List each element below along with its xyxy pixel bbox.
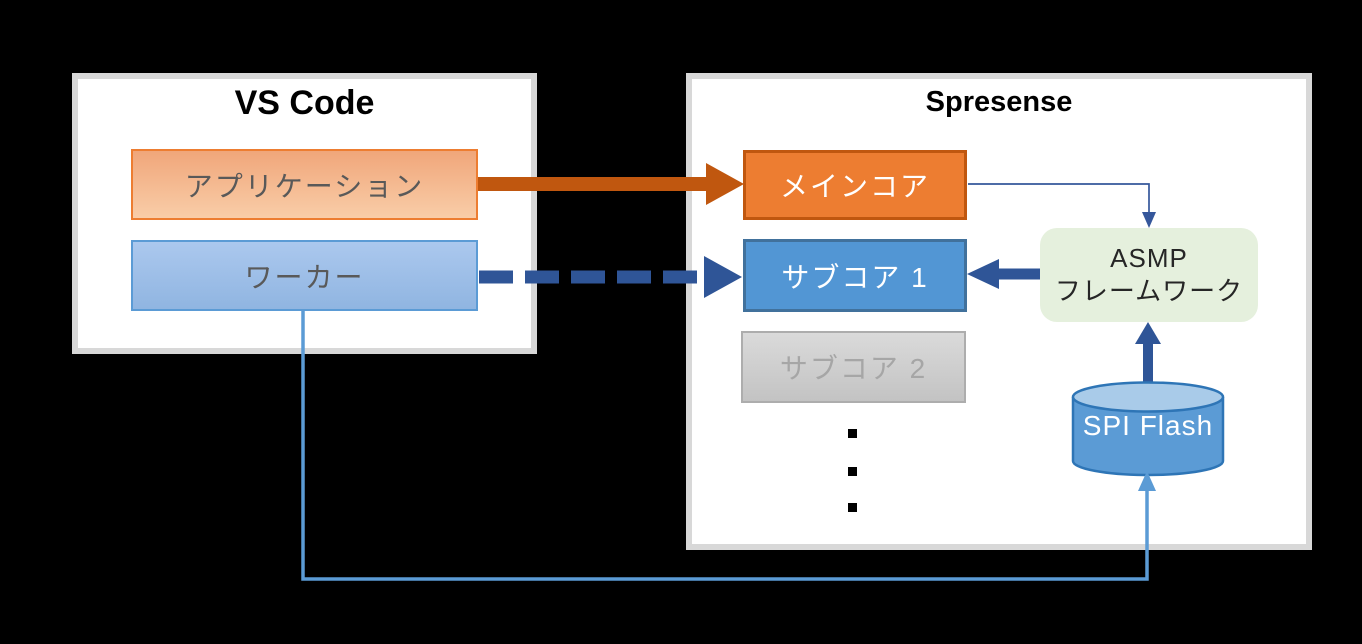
vscode-panel-title: VS Code: [234, 84, 375, 122]
spresense-panel-title: Spresense: [925, 86, 1073, 118]
worker-node-label: ワーカー: [244, 261, 365, 293]
maincore-node-label: メインコア: [779, 171, 930, 202]
asmp-node-label-line1: ASMP: [1110, 243, 1188, 273]
asmp-node-label-line2: フレームワーク: [1054, 276, 1244, 306]
subcore2-node: サブコア 2: [741, 331, 966, 403]
subcore2-node-label: サブコア 2: [779, 353, 928, 384]
application-node: アプリケーション: [131, 149, 478, 220]
spi-flash-label: SPI Flash: [1082, 410, 1214, 441]
asmp-framework-node: ASMP フレームワーク: [1040, 228, 1258, 322]
application-node-label: アプリケーション: [184, 170, 425, 202]
subcore1-node: サブコア 1: [743, 239, 967, 312]
subcore1-node-label: サブコア 1: [781, 261, 929, 293]
ellipsis-dot: [848, 429, 857, 438]
ellipsis-dot: [848, 503, 857, 512]
worker-node: ワーカー: [131, 240, 478, 311]
maincore-node: メインコア: [743, 150, 967, 220]
ellipsis-dot: [848, 467, 857, 476]
